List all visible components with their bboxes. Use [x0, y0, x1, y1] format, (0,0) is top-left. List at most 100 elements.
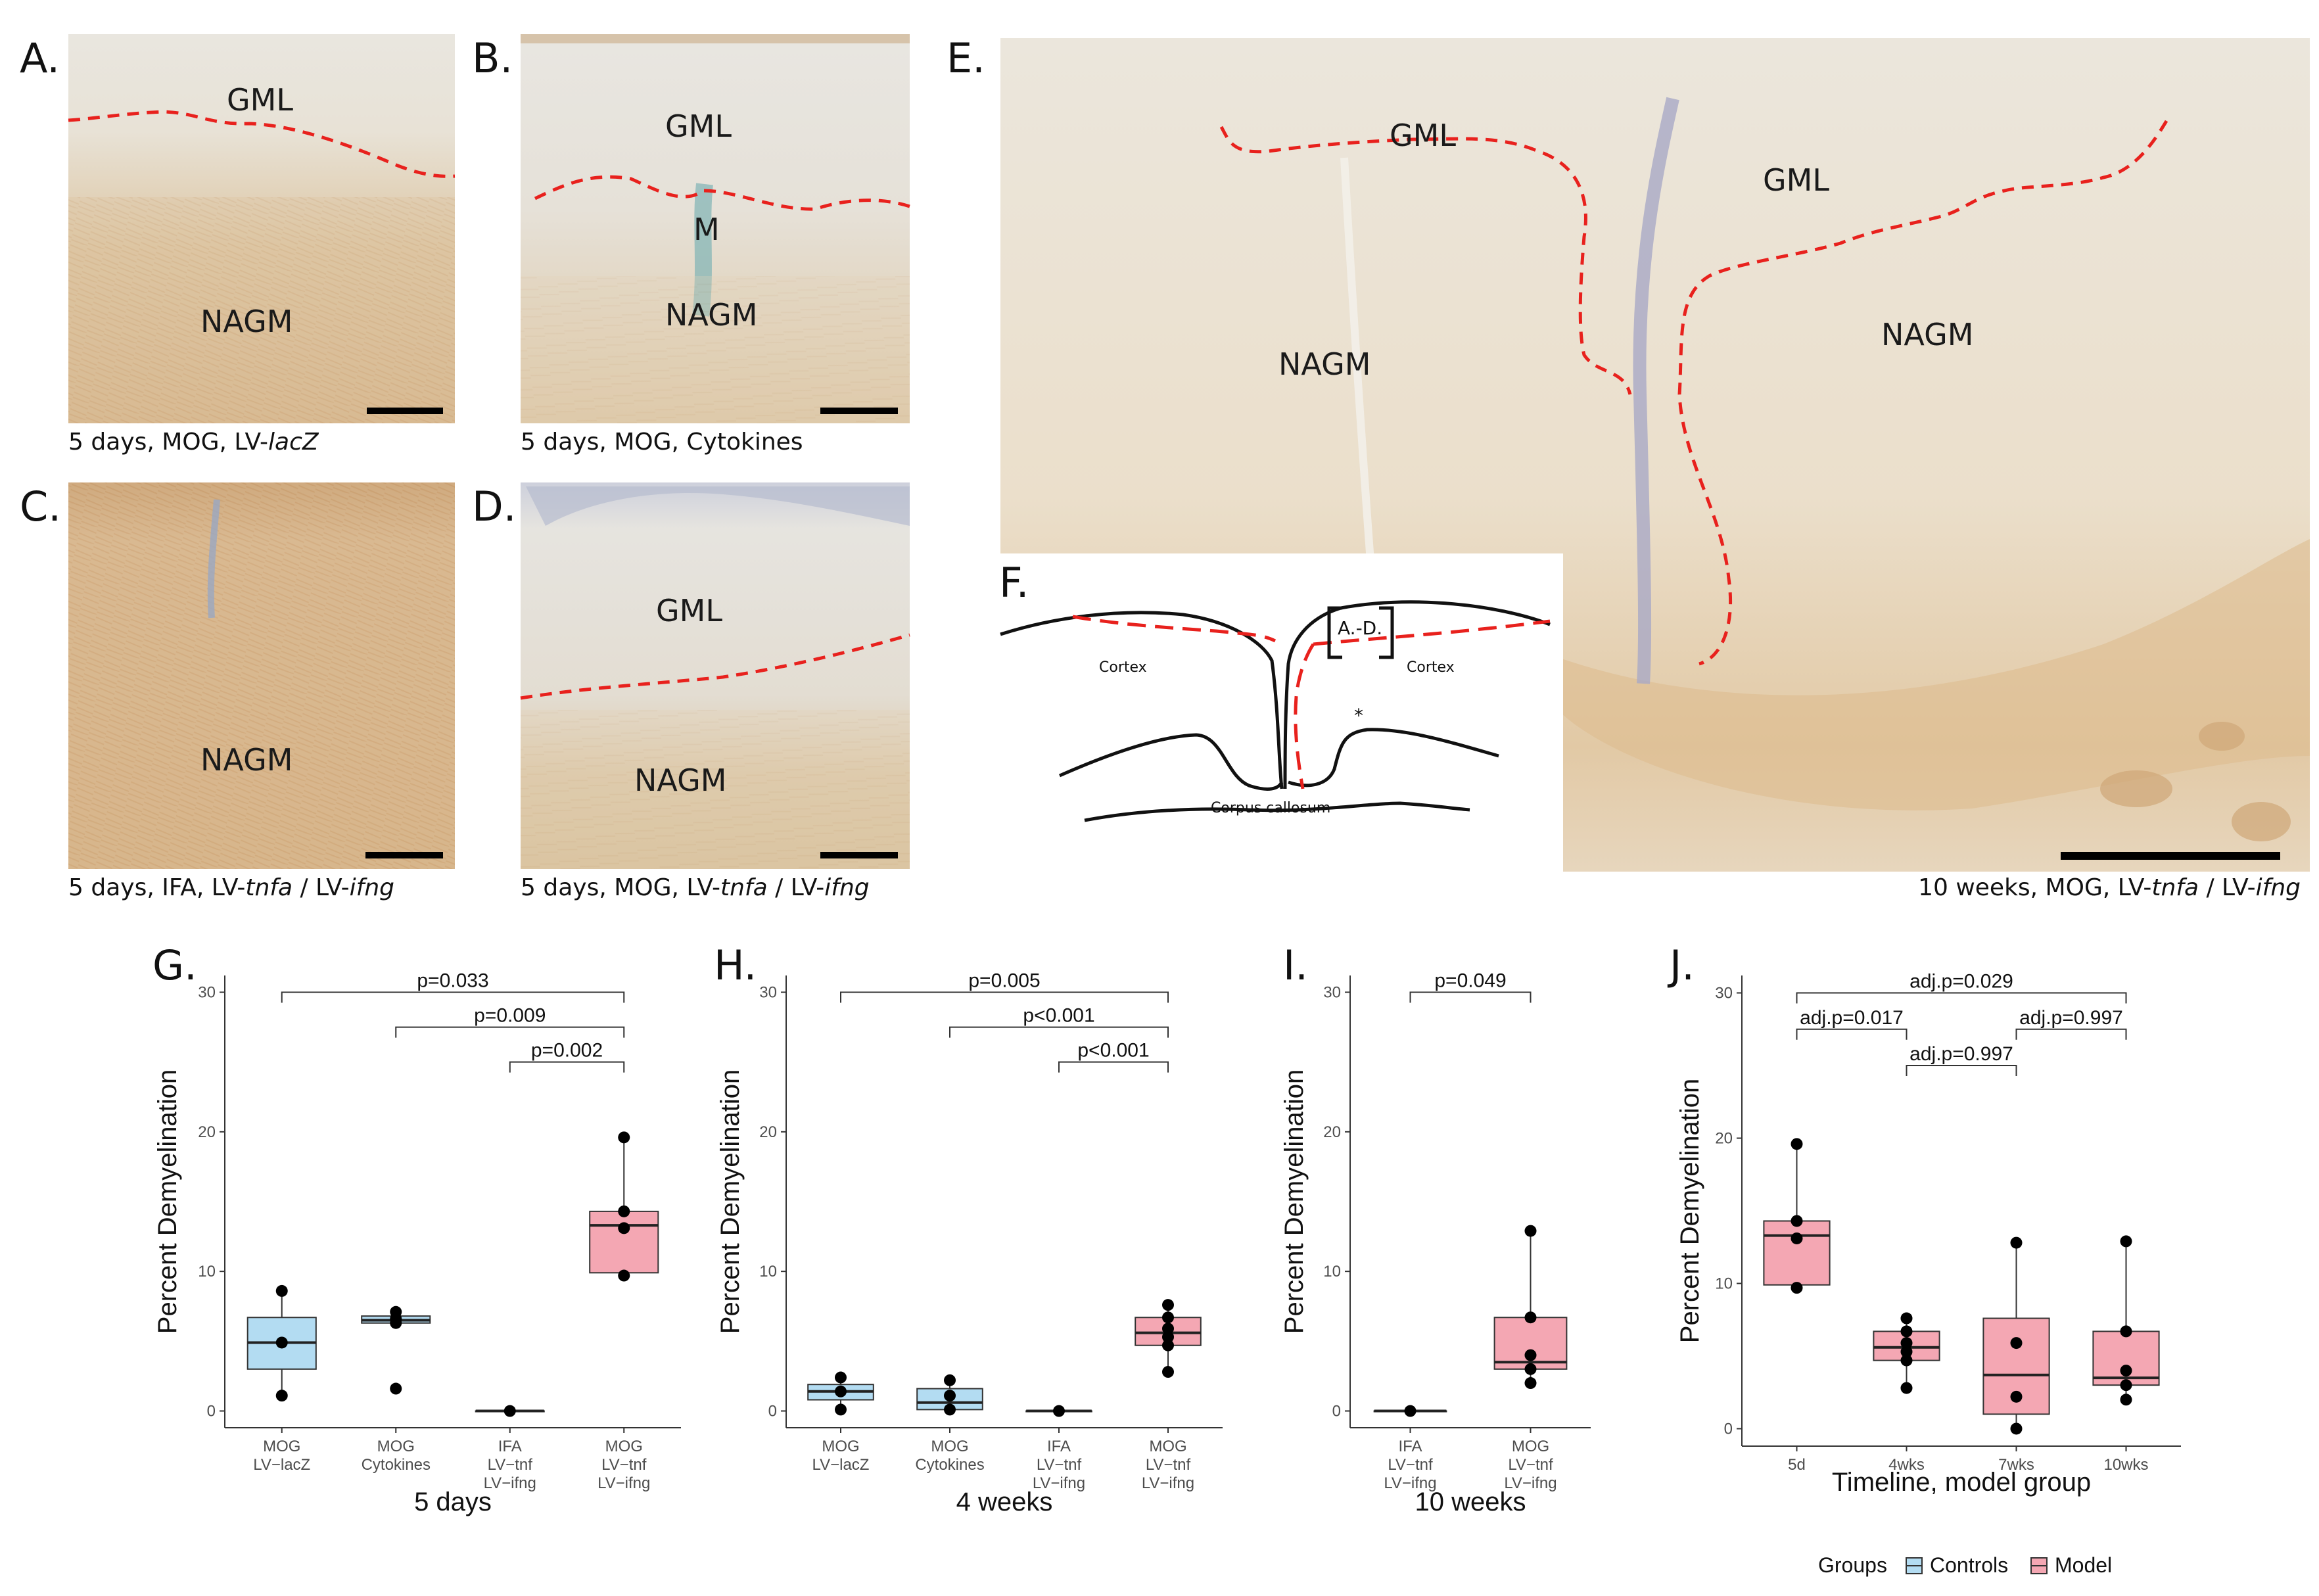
x-tick-label: LV−tnf	[1146, 1456, 1191, 1474]
significance-bracket	[395, 1026, 625, 1038]
region-label-nagm: NAGM	[200, 742, 293, 778]
data-point	[944, 1403, 956, 1416]
data-point	[1162, 1366, 1174, 1378]
x-tick-label: LV−ifng	[1142, 1474, 1194, 1492]
significance-bracket	[1409, 991, 1532, 1003]
data-point	[2120, 1379, 2132, 1392]
data-point	[1791, 1215, 1803, 1227]
caption-c: 5 days, IFA, LV-tnfa / LV-ifng	[68, 874, 394, 901]
data-point	[1162, 1330, 1174, 1343]
data-point	[944, 1374, 956, 1386]
data-point	[1900, 1325, 1913, 1338]
injection-track	[207, 499, 220, 619]
data-point	[618, 1131, 630, 1144]
region-label-gml: GML	[227, 82, 293, 118]
significance-bracket	[2015, 1028, 2127, 1040]
x-tick-label: LV−ifng	[1033, 1474, 1085, 1492]
x-tick-label: MOG	[263, 1438, 300, 1455]
data-point	[1162, 1339, 1174, 1351]
scale-bar	[820, 408, 898, 414]
schematic-cortex-label: Cortex	[1407, 659, 1455, 676]
y-tick-label: 0	[1332, 1403, 1341, 1420]
y-tick-label: 0	[1724, 1420, 1733, 1438]
x-tick-label: 4wks	[1888, 1456, 1925, 1474]
x-tick-label: LV−lacZ	[812, 1456, 870, 1474]
data-point	[1791, 1282, 1803, 1294]
corpus-callosum-tissue	[1558, 539, 2310, 810]
micrograph-c-texture	[68, 482, 455, 869]
data-point	[390, 1382, 402, 1395]
y-axis-title: Percent Demyelination	[716, 1069, 745, 1334]
x-tick-label: IFA	[1398, 1438, 1422, 1455]
region-bracket-left	[1327, 606, 1342, 659]
p-value-label: p=0.005	[968, 970, 1040, 991]
x-tick-label: LV−ifng	[484, 1474, 536, 1492]
grey-matter-boundary-line	[68, 110, 456, 178]
p-value-label: adj.p=0.017	[1800, 1007, 1904, 1029]
x-tick-label: IFA	[1047, 1438, 1071, 1455]
data-point	[2120, 1394, 2132, 1406]
significance-bracket	[840, 991, 1169, 1003]
y-tick-label: 10	[759, 1263, 777, 1280]
caption-e: 10 weeks, MOG, LV-tnfa / LV-ifng	[1918, 874, 2301, 901]
data-point	[1900, 1337, 1913, 1350]
tissue-detail	[2232, 802, 2291, 841]
data-point	[618, 1269, 630, 1282]
x-tick-label: LV−ifng	[1384, 1474, 1436, 1492]
scale-bar	[2061, 852, 2280, 860]
x-axis-title: 10 weeks	[1415, 1488, 1526, 1516]
x-tick-label: 7wks	[1998, 1456, 2034, 1474]
y-axis-title: Percent Demyelination	[153, 1069, 182, 1334]
region-label-nagm: NAGM	[200, 304, 293, 339]
p-value-label: adj.p=0.029	[1909, 971, 2013, 993]
panel-label-b: B.	[472, 34, 513, 82]
x-tick-label: LV−tnf	[1388, 1456, 1433, 1474]
data-point	[1791, 1138, 1803, 1150]
midline-infiltrate	[1633, 97, 1679, 684]
data-point	[1524, 1311, 1537, 1324]
y-axis-title: Percent Demyelination	[1675, 1079, 1704, 1343]
data-point	[1524, 1349, 1537, 1361]
scale-bar	[365, 852, 443, 858]
tissue-detail	[2199, 722, 2245, 751]
grey-matter-boundary-line	[1294, 643, 1315, 789]
x-tick-label: LV−tnf	[1037, 1456, 1082, 1474]
data-point	[2010, 1236, 2023, 1249]
data-point	[618, 1222, 630, 1234]
panel-label-e: E.	[947, 34, 985, 82]
x-tick-label: LV−ifng	[597, 1474, 650, 1492]
grey-matter-boundary-line	[520, 633, 910, 700]
x-tick-label: MOG	[1512, 1438, 1549, 1455]
white-matter-outline-right	[1288, 728, 1499, 787]
y-tick-label: 20	[759, 1123, 777, 1141]
data-point	[2120, 1235, 2132, 1248]
panel-f-schematic: F. A.-D. Cortex Cortex * Corpus callosum	[999, 553, 1563, 872]
corpus-callosum-outline	[1084, 801, 1470, 822]
box	[1763, 1220, 1831, 1286]
data-point	[1900, 1382, 1913, 1394]
caption-a: 5 days, MOG, LV-lacZ	[68, 429, 319, 456]
region-label-nagm: NAGM	[1278, 346, 1370, 382]
p-value-label: adj.p=0.997	[2019, 1007, 2123, 1029]
schematic-region-label: A.-D.	[1338, 617, 1382, 639]
data-point	[2010, 1337, 2023, 1350]
p-value-label: p=0.009	[474, 1005, 546, 1027]
y-axis-title: Percent Demyelination	[1280, 1069, 1309, 1334]
p-value-label: adj.p=0.997	[1909, 1043, 2013, 1065]
y-tick-label: 10	[1715, 1275, 1733, 1292]
caption-b: 5 days, MOG, Cytokines	[521, 429, 803, 456]
data-point	[2120, 1325, 2132, 1338]
region-bracket-right	[1379, 606, 1394, 659]
panel-label-h: H.	[714, 941, 757, 989]
legend: Groups Controls Model	[1818, 1553, 2112, 1577]
panel-d: D. GML NAGM 5 days, MOG, LV-tnfa / LV-if…	[472, 482, 910, 901]
scale-bar	[820, 852, 898, 858]
schematic-corpus-callosum-label: Corpus callosum	[1211, 800, 1330, 816]
y-tick-label: 30	[759, 983, 777, 1001]
box	[589, 1210, 659, 1274]
significance-bracket	[1796, 992, 2127, 1004]
schematic-cortex-label: Cortex	[1099, 659, 1147, 676]
data-point	[275, 1284, 288, 1297]
panel-label-g: G.	[152, 941, 197, 989]
